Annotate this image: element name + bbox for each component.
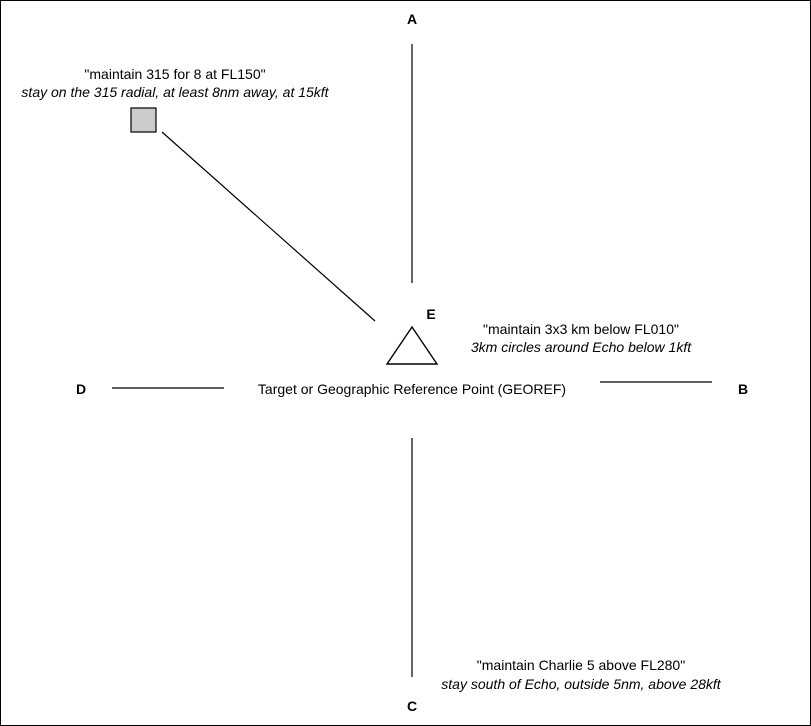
georef-label: Target or Geographic Reference Point (GE…: [257, 381, 567, 397]
charlie-instruction-meaning: stay south of Echo, outside 5nm, above 2…: [441, 676, 721, 692]
echo-instruction-meaning: 3km circles around Echo below 1kft: [470, 339, 692, 355]
charlie-instruction-quote: "maintain Charlie 5 above FL280": [476, 657, 686, 673]
point-a-label: A: [406, 11, 418, 27]
nw-waypoint-square: [130, 107, 157, 133]
point-e-label: E: [426, 306, 436, 322]
point-d-label: D: [75, 381, 87, 397]
nw-instruction-quote: "maintain 315 for 8 at FL150": [84, 66, 266, 82]
point-c-label: C: [406, 698, 418, 714]
nw-instruction-meaning: stay on the 315 radial, at least 8nm awa…: [21, 84, 329, 100]
echo-triangle: [385, 325, 439, 365]
point-b-label: B: [737, 381, 749, 397]
echo-instruction-quote: "maintain 3x3 km below FL010": [483, 321, 679, 337]
line-to-nw-waypoint: [161, 131, 376, 322]
